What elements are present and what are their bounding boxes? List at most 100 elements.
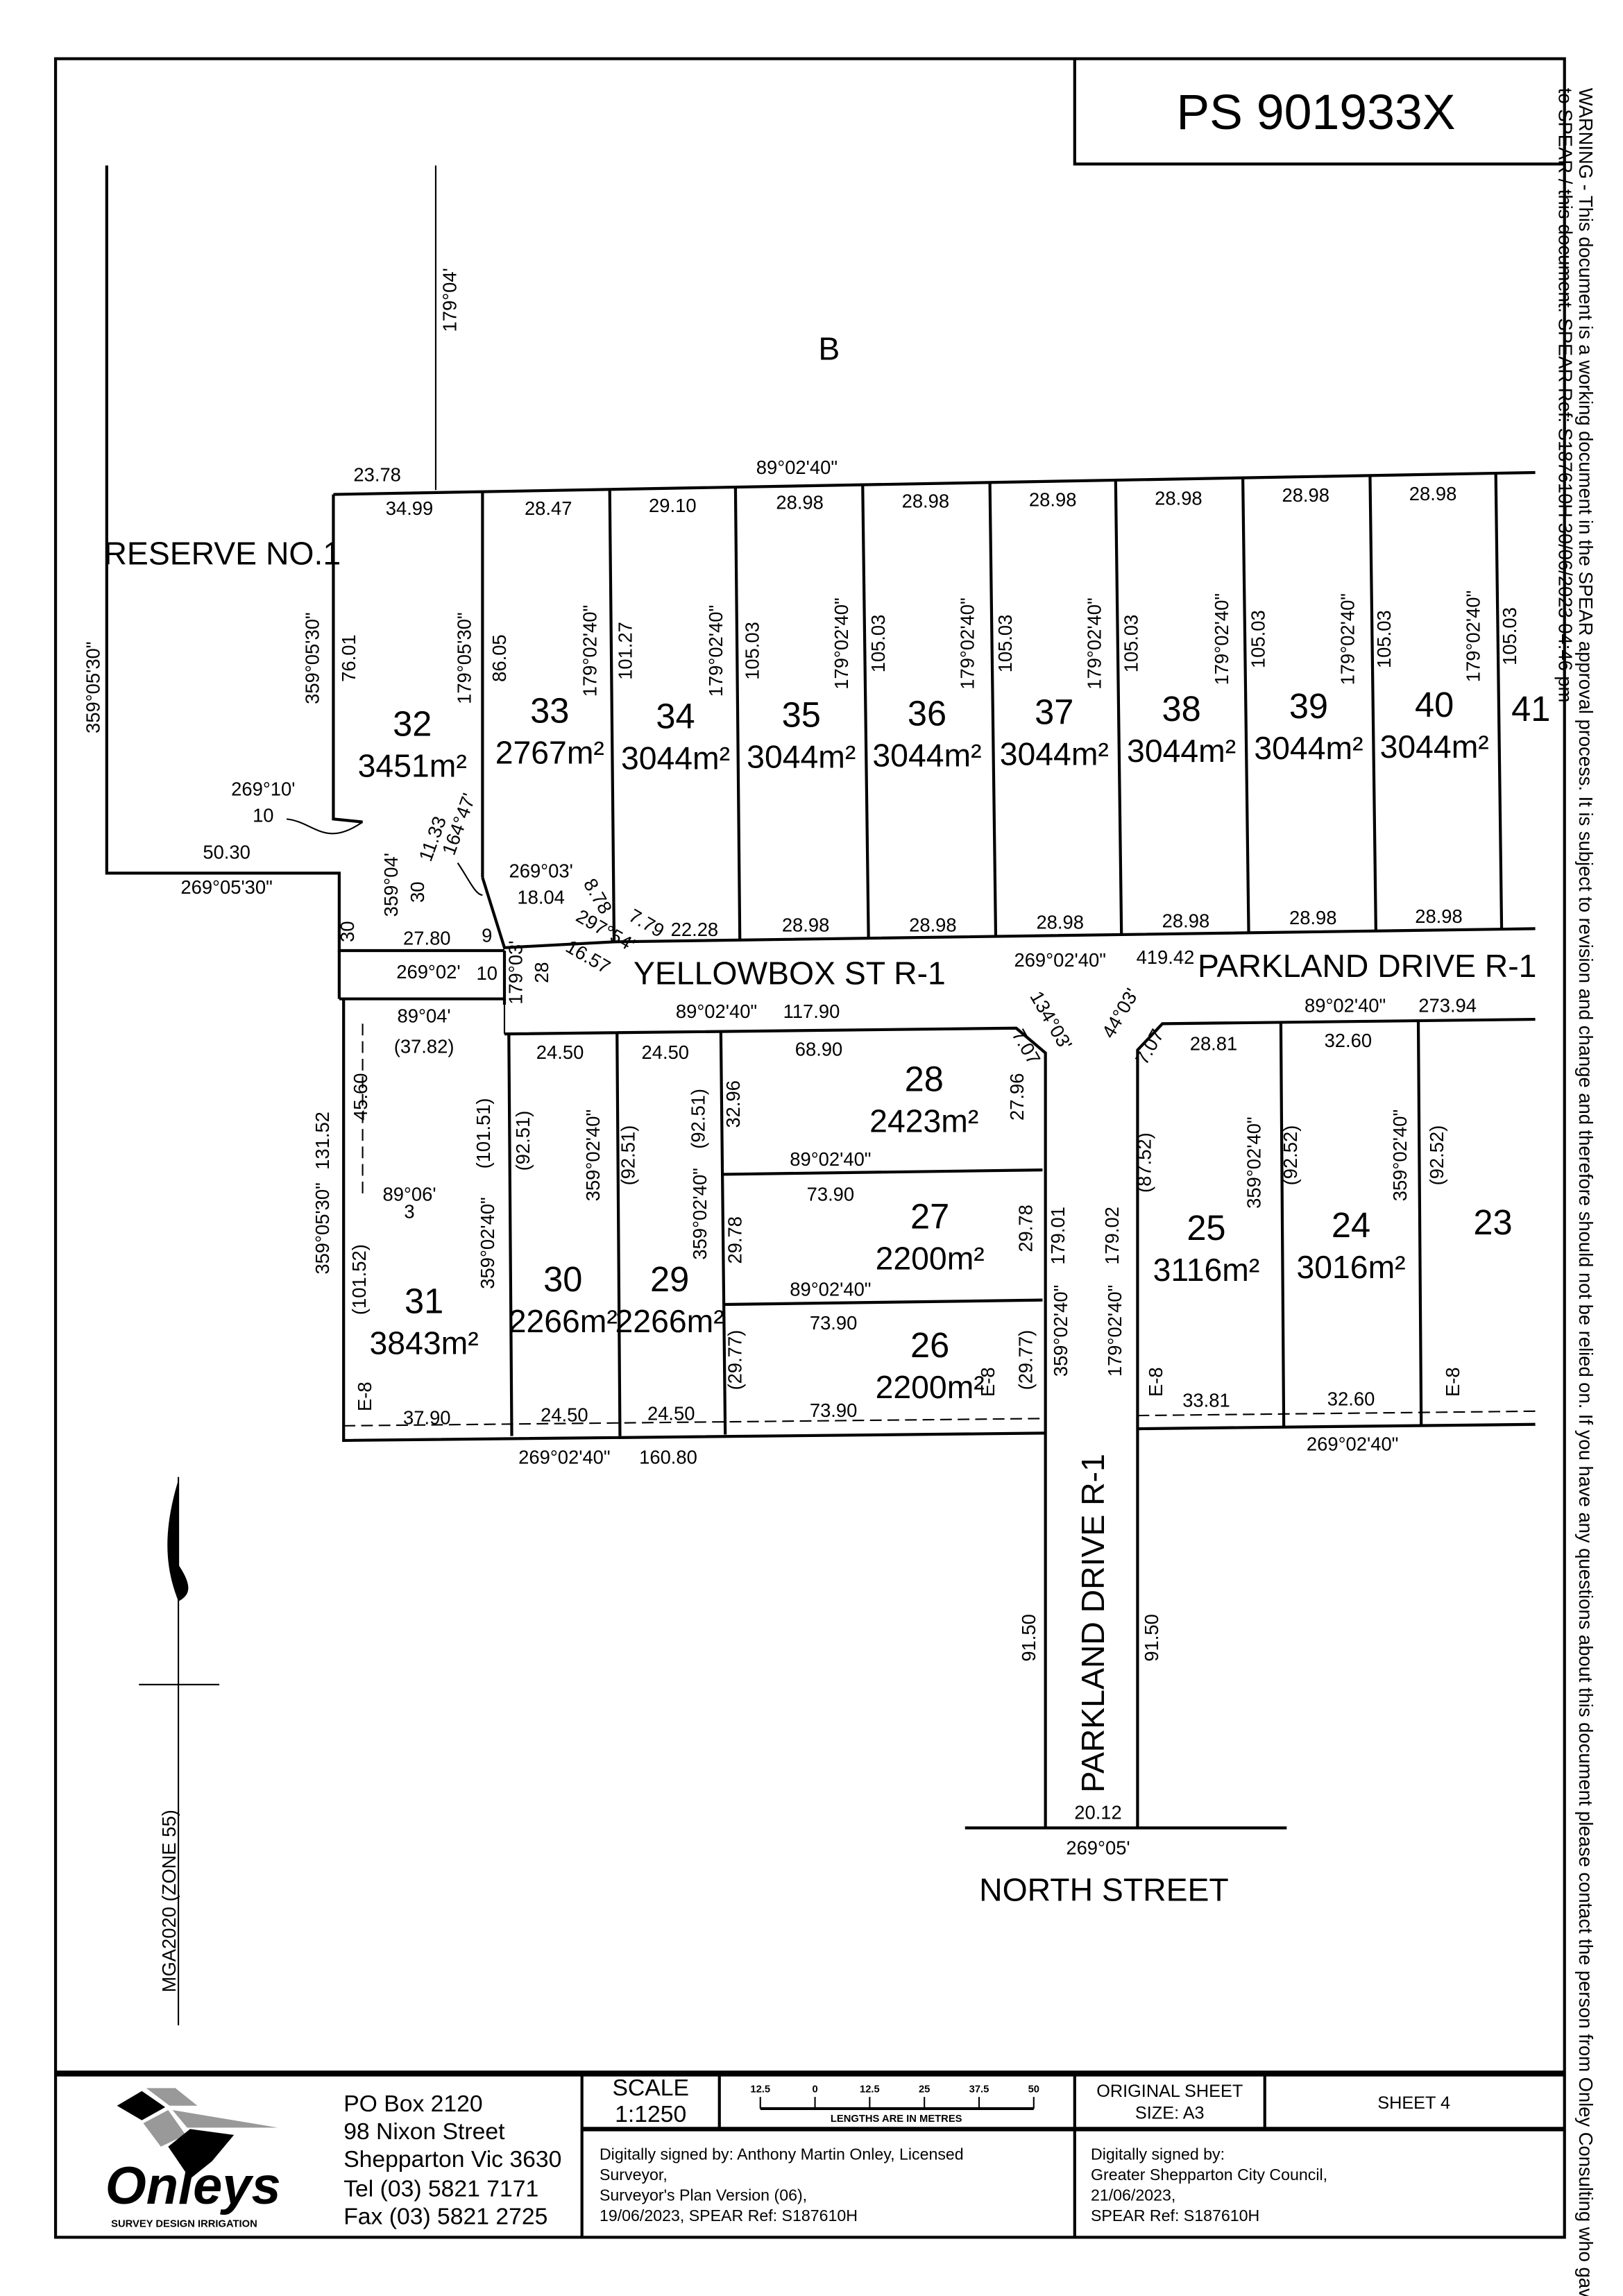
dimension-label: 30 bbox=[337, 921, 358, 942]
dimension-label: 28 bbox=[531, 962, 552, 983]
dimension-label: 68.90 bbox=[795, 1039, 843, 1060]
lot-number: 40 bbox=[1415, 685, 1454, 724]
dimension-label: 32.60 bbox=[1327, 1388, 1375, 1409]
dimension-label: 359°02'40" bbox=[1050, 1285, 1071, 1377]
dimension-label: 28.47 bbox=[525, 498, 572, 519]
dimension-label: 28.98 bbox=[1282, 484, 1329, 506]
dimension-label: 3 bbox=[404, 1201, 414, 1223]
dimension-label: 29.78 bbox=[724, 1216, 745, 1264]
lot-number: 36 bbox=[908, 694, 946, 733]
address-line: 98 Nixon Street bbox=[343, 2118, 505, 2145]
dimension-label: 131.52 bbox=[312, 1112, 333, 1170]
dimension-label: 269°05' bbox=[1066, 1837, 1130, 1858]
signature-line: SPEAR Ref: S187610H bbox=[1091, 2206, 1259, 2225]
street-name-north-street: NORTH STREET bbox=[979, 1872, 1229, 1908]
plan-number-box: PS 901933X bbox=[1073, 58, 1565, 166]
dimension-label: (29.77) bbox=[1015, 1330, 1037, 1391]
lot-number: 35 bbox=[782, 695, 821, 735]
dimension-label: 359°04' bbox=[380, 853, 402, 917]
dimension-label: 160.80 bbox=[639, 1447, 697, 1468]
dimension-label: 179°02'40" bbox=[1084, 597, 1105, 689]
dimension-label: 28.98 bbox=[782, 915, 830, 936]
lot-area: 3044m² bbox=[1254, 730, 1363, 766]
dimension-label: 28.81 bbox=[1190, 1032, 1238, 1054]
dimension-label: 29.78 bbox=[1015, 1205, 1037, 1252]
lot-number: 41 bbox=[1511, 689, 1550, 729]
council-signature: Digitally signed by: Greater Shepparton … bbox=[1091, 2145, 1327, 2225]
dimension-label: 73.90 bbox=[810, 1312, 858, 1334]
dimension-label: 24.50 bbox=[536, 1041, 584, 1063]
lot-area: 3044m² bbox=[872, 738, 981, 774]
dimension-label: 179°02'40" bbox=[1462, 590, 1484, 682]
dimension-label: 105.03 bbox=[1499, 607, 1520, 665]
dimension-label: 179°02'40" bbox=[956, 597, 978, 689]
lot-area: 3451m² bbox=[358, 747, 467, 783]
dimension-label: 269°02'40" bbox=[1014, 949, 1105, 971]
scale-caption: LENGTHS ARE IN METRES bbox=[831, 2114, 962, 2125]
dimension-label: 359°02'40" bbox=[477, 1197, 498, 1289]
signature-line: Digitally signed by: bbox=[1091, 2145, 1225, 2163]
north-arrow-icon bbox=[139, 1477, 220, 2025]
dimension-label: 91.50 bbox=[1018, 1614, 1039, 1662]
dimension-label: (92.52) bbox=[1280, 1125, 1301, 1186]
lot-number: 32 bbox=[393, 704, 432, 743]
dimension-label: 18.04 bbox=[517, 887, 565, 908]
dimension-label: 28.98 bbox=[909, 915, 957, 936]
dimension-label: 89°02'40" bbox=[676, 1001, 757, 1022]
lot-area: 3044m² bbox=[621, 740, 730, 776]
fax: Fax (03) 5821 2725 bbox=[343, 2203, 547, 2229]
dimension-label: 179°02'40" bbox=[705, 605, 726, 697]
scale-tick-label: 12.5 bbox=[750, 2084, 770, 2095]
street-name-parkland-drive: PARKLAND DRIVE R-1 bbox=[1075, 1454, 1111, 1792]
street-name-yellowbox: YELLOWBOX ST R-1 bbox=[634, 955, 946, 991]
lot-area: 2200m² bbox=[876, 1240, 985, 1276]
dimension-label: 179°05'30" bbox=[454, 612, 475, 704]
warning-text: WARNING - This document is a working doc… bbox=[1554, 88, 1597, 2296]
dimension-label: 89°04' bbox=[398, 1005, 451, 1026]
lot-number: 39 bbox=[1289, 686, 1328, 726]
dimension-label: 10 bbox=[253, 805, 273, 826]
title-block: Onleys SURVEY DESIGN IRRIGATION PO Box 2… bbox=[56, 2070, 1565, 2238]
dimension-label: 89°02'40" bbox=[1305, 995, 1386, 1017]
dimension-label: 28.98 bbox=[902, 491, 950, 512]
signature-line: 19/06/2023, SPEAR Ref: S187610H bbox=[600, 2206, 858, 2225]
onleys-logo: Onleys SURVEY DESIGN IRRIGATION bbox=[105, 2088, 281, 2230]
dimension-label: 359°05'30" bbox=[82, 641, 103, 733]
dimension-label: 28.98 bbox=[1409, 483, 1457, 504]
scale-tick-label: 0 bbox=[812, 2084, 817, 2095]
dimension-label: 28.98 bbox=[1289, 907, 1337, 928]
lot-number: 37 bbox=[1035, 692, 1073, 731]
dimension-label: 359°02'40" bbox=[582, 1109, 604, 1201]
plan-number: PS 901933X bbox=[1176, 85, 1455, 140]
dimension-label: 89°02'40" bbox=[756, 457, 838, 478]
dimension-label: 179.01 bbox=[1047, 1207, 1069, 1265]
lot-number: 27 bbox=[910, 1196, 949, 1236]
dimension-label: E-8 bbox=[354, 1381, 375, 1411]
dimension-label: (29.77) bbox=[724, 1330, 745, 1391]
dimension-label: 45.60 bbox=[350, 1073, 371, 1121]
dimension-label: (101.52) bbox=[348, 1244, 370, 1315]
scale-label: SCALE bbox=[612, 2075, 689, 2101]
lot-number: 38 bbox=[1162, 689, 1200, 729]
dimension-label: 105.03 bbox=[742, 622, 763, 680]
scale-tick-label: 25 bbox=[919, 2084, 930, 2095]
dimension-label: 419.42 bbox=[1137, 946, 1195, 968]
dimension-label: 179°04' bbox=[439, 268, 460, 332]
address-line: Shepparton Vic 3630 bbox=[343, 2146, 561, 2172]
company-tagline: SURVEY DESIGN IRRIGATION bbox=[111, 2219, 257, 2230]
dimension-label: 179°02'40" bbox=[831, 597, 852, 689]
dimension-label: 89°06' bbox=[382, 1183, 436, 1205]
address-line: PO Box 2120 bbox=[343, 2091, 482, 2117]
signature-line: Greater Shepparton City Council, bbox=[1091, 2166, 1327, 2184]
dimension-label: 22.28 bbox=[671, 919, 719, 940]
surveyor-signature: Digitally signed by: Anthony Martin Onle… bbox=[600, 2145, 964, 2225]
dimension-label: (92.51) bbox=[512, 1111, 534, 1171]
dimension-label: 24.50 bbox=[541, 1404, 588, 1426]
dimension-label: 359°05'30" bbox=[301, 612, 323, 704]
dimension-label: 73.90 bbox=[807, 1183, 855, 1205]
lot-number: 25 bbox=[1187, 1208, 1225, 1248]
dimension-label: 179°02'40" bbox=[1211, 593, 1232, 685]
dimension-label: 34.99 bbox=[386, 498, 434, 519]
